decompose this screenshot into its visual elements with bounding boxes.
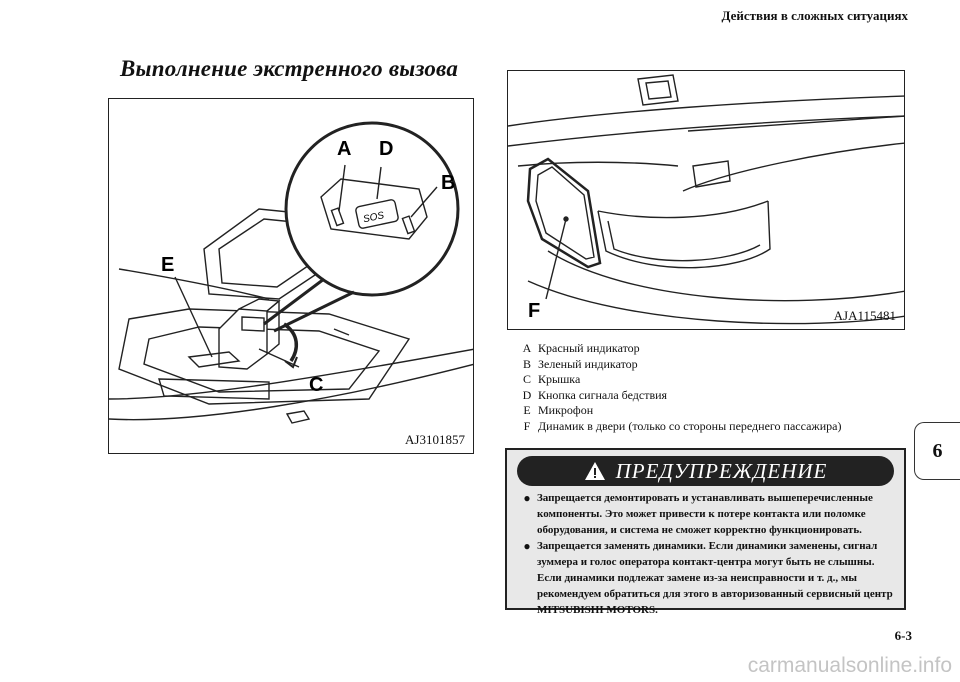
- figure-door-speaker: F AJA115481: [507, 70, 905, 330]
- warning-item: ● Запрещается демонтировать и устанавлив…: [517, 490, 898, 538]
- sos-label: SOS: [362, 210, 385, 225]
- callout-b: B: [441, 172, 455, 194]
- warning-box: ПРЕДУПРЕЖДЕНИЕ ● Запрещается демонтирова…: [505, 448, 906, 616]
- legend-item: B Зеленый индикатор: [522, 356, 638, 371]
- overhead-console-illustration: SOS A D B E C: [109, 121, 473, 424]
- callout-e: E: [161, 254, 174, 276]
- legend-item: E Микрофон: [523, 403, 594, 418]
- section-title: Выполнение экстренного вызова: [120, 56, 459, 81]
- page-number: 6-3: [894, 628, 912, 643]
- callout-a: A: [337, 138, 351, 160]
- warning-header: ПРЕДУПРЕЖДЕНИЕ: [517, 456, 894, 486]
- callout-f: F: [528, 300, 540, 322]
- legend-item: F Динамик в двери (только со стороны пер…: [523, 418, 842, 433]
- legend-item: A Красный индикатор: [522, 341, 640, 355]
- legend: A Красный индикатор B Зеленый индикатор …: [518, 341, 842, 435]
- bullet-icon: ●: [523, 491, 531, 505]
- door-speaker-illustration: F: [508, 74, 904, 325]
- warning-item: ● Запрещается заменять динамики. Если ди…: [517, 538, 898, 618]
- warning-body: ● Запрещается демонтировать и устанавлив…: [517, 490, 898, 618]
- callout-d: D: [379, 138, 393, 160]
- legend-item: D Кнопка сигнала бедствия: [522, 387, 668, 402]
- chapter-header: Действия в сложных ситуациях: [721, 8, 908, 23]
- bullet-icon: ●: [523, 539, 531, 553]
- watermark: carmanualsonline.info: [747, 654, 952, 677]
- warning-triangle-icon: [584, 462, 605, 480]
- figure-code: AJ3101857: [405, 432, 465, 447]
- callout-c: C: [309, 374, 323, 396]
- warning-title: ПРЕДУПРЕЖДЕНИЕ: [615, 458, 828, 483]
- chapter-tab: 6: [914, 422, 960, 480]
- figure-code: AJA115481: [833, 308, 896, 323]
- figure-overhead-console: SOS A D B E C AJ3101857: [108, 98, 474, 454]
- legend-item: C Крышка: [522, 372, 581, 387]
